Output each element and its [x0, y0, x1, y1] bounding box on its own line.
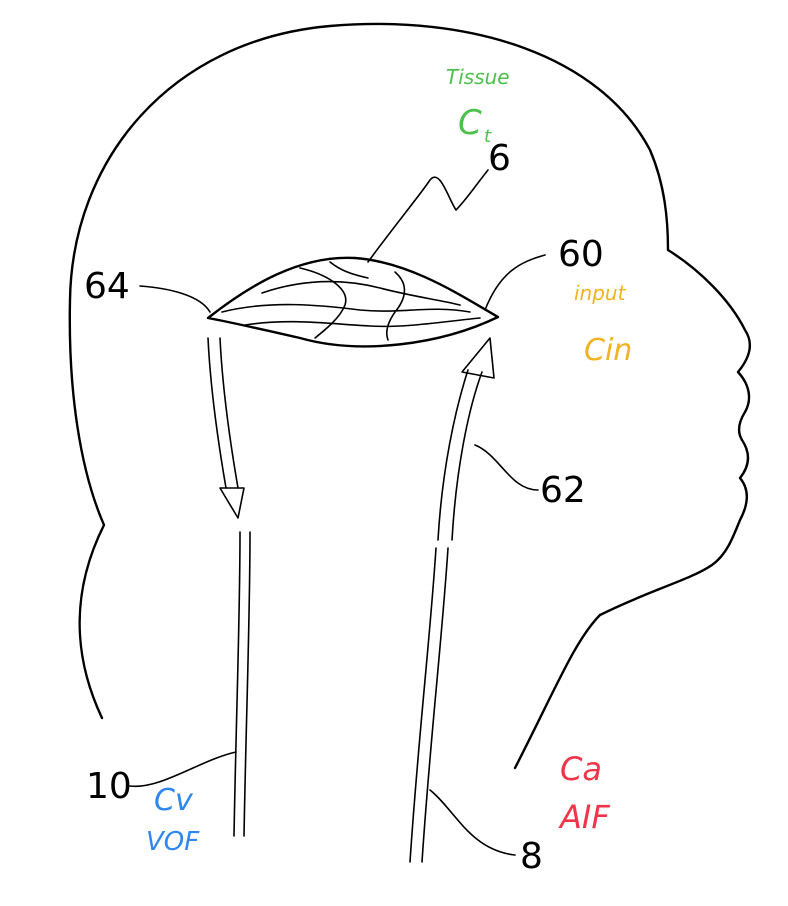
venous-arrow-shaft — [207, 337, 239, 489]
tissue-vessel-6 — [329, 261, 369, 279]
ref-label-8: 8 — [520, 836, 543, 877]
input-symbol-annotation: Cin — [584, 333, 632, 368]
ref-label-10: 10 — [86, 766, 132, 807]
venous-vessel — [233, 531, 251, 837]
leader-6 — [367, 169, 489, 263]
venous-symbol-annotation: Cv — [154, 783, 194, 818]
tissue-vessel-5 — [386, 271, 406, 341]
leader-60 — [484, 254, 546, 311]
leader-64 — [139, 285, 211, 313]
venous-arrow-head — [219, 487, 245, 519]
leader-62 — [474, 444, 539, 491]
arterial-vessel — [409, 547, 449, 863]
input-title-annotation: input — [574, 281, 627, 305]
arterial-name-annotation: AIF — [558, 798, 610, 836]
tissue-vessel-1 — [261, 280, 461, 306]
tissue-subscript-annotation: t — [484, 126, 492, 147]
ref-label-60: 60 — [558, 234, 604, 275]
leader-10 — [129, 751, 237, 788]
arterial-symbol-annotation: Ca — [560, 750, 602, 788]
head-outline — [68, 22, 752, 770]
ref-label-64: 64 — [84, 266, 130, 307]
arterial-arrow-head — [461, 337, 495, 379]
tissue-vessel-3 — [244, 317, 481, 328]
tissue-vessel-2 — [221, 303, 471, 313]
tissue-region — [206, 256, 500, 348]
tissue-symbol-annotation: C — [458, 103, 482, 143]
ref-label-6: 6 — [488, 138, 511, 179]
ref-label-62: 62 — [540, 470, 586, 511]
venous-name-annotation: VOF — [146, 827, 200, 857]
tissue-vessel-4 — [299, 267, 347, 339]
leader-8 — [429, 789, 516, 856]
tissue-title-annotation: Tissue — [446, 65, 510, 89]
arterial-arrow-shaft — [437, 369, 483, 541]
